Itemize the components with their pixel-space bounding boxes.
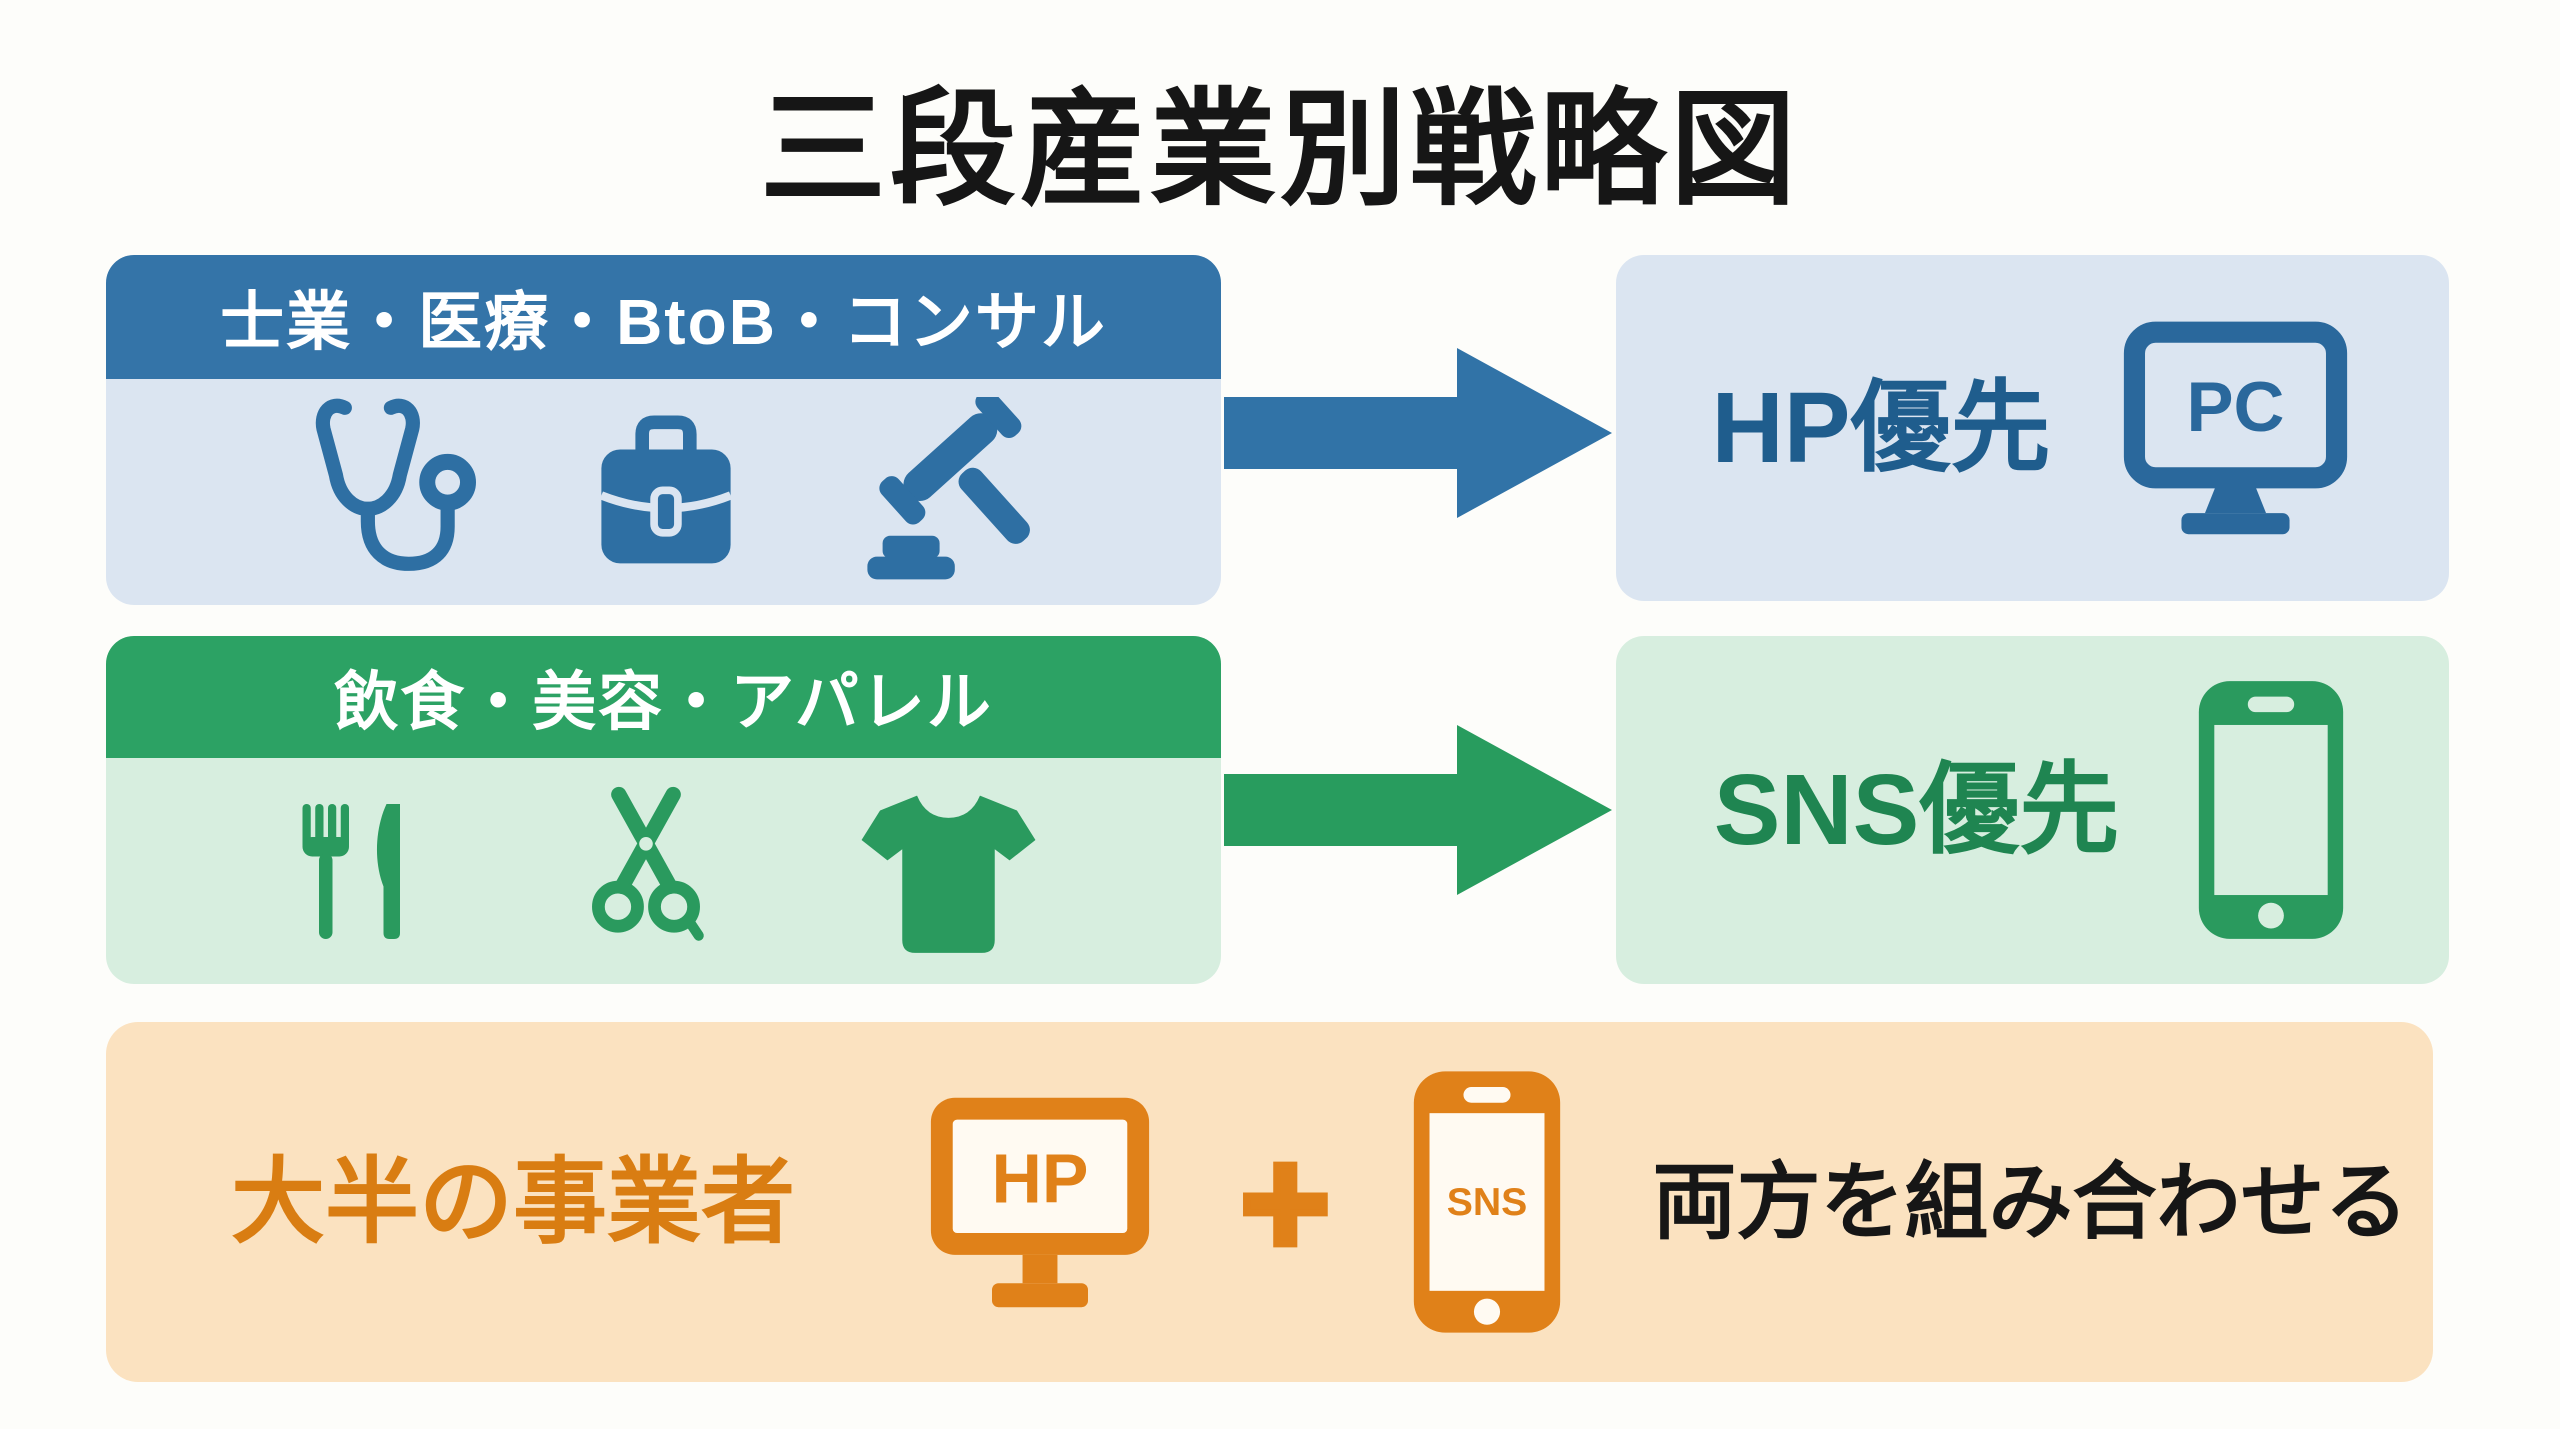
fork-knife-icon (302, 803, 400, 939)
combined-strategy-card: 大半の事業者 HP + SNS 両方を組み合わせる (106, 1022, 2433, 1382)
result-card-hp-label: HP優先 (1711, 372, 2051, 484)
result-card-sns-label: SNS優先 (1713, 754, 2120, 866)
result-card-sns: SNS優先 (1616, 636, 2449, 984)
smartphone-icon (2199, 681, 2344, 939)
arrow-right-blue-icon (1224, 348, 1612, 518)
gavel-icon (867, 397, 1030, 580)
combined-strategy-label: 大半の事業者 (231, 1149, 796, 1254)
arrow-right-green-icon (1224, 725, 1612, 895)
pc-monitor-icon-label: PC (2187, 366, 2285, 445)
stethoscope-icon (315, 398, 476, 571)
industry-card-professional: 士業・医療・BtoB・コンサル (106, 255, 1221, 605)
page-title: 三段産業別戦略図 (760, 79, 1800, 220)
combined-strategy-note: 両方を組み合わせる (1652, 1155, 2409, 1249)
pc-monitor-icon: PC (2124, 321, 2348, 534)
sns-phone-icon-label: SNS (1446, 1181, 1527, 1224)
sns-phone-icon: SNS (1413, 1071, 1560, 1333)
plus-sign: + (1237, 1115, 1334, 1289)
industry-card-professional-header: 士業・医療・BtoB・コンサル (106, 255, 1221, 379)
industry-card-professional-icons (106, 379, 1221, 605)
result-card-hp: HP優先 PC (1616, 255, 2449, 601)
scissors-icon (592, 786, 704, 941)
hp-monitor-icon-label: HP (992, 1139, 1089, 1217)
industry-card-consumer-icons (106, 758, 1221, 984)
hp-monitor-icon: HP (930, 1097, 1150, 1307)
briefcase-icon (599, 415, 733, 564)
tshirt-icon (861, 795, 1036, 953)
industry-card-professional-header-label: 士業・医療・BtoB・コンサル (220, 286, 1107, 358)
industry-card-consumer-header-label: 飲食・美容・アパレル (334, 666, 993, 738)
industry-card-consumer: 飲食・美容・アパレル (106, 636, 1221, 984)
industry-card-consumer-header: 飲食・美容・アパレル (106, 636, 1221, 758)
